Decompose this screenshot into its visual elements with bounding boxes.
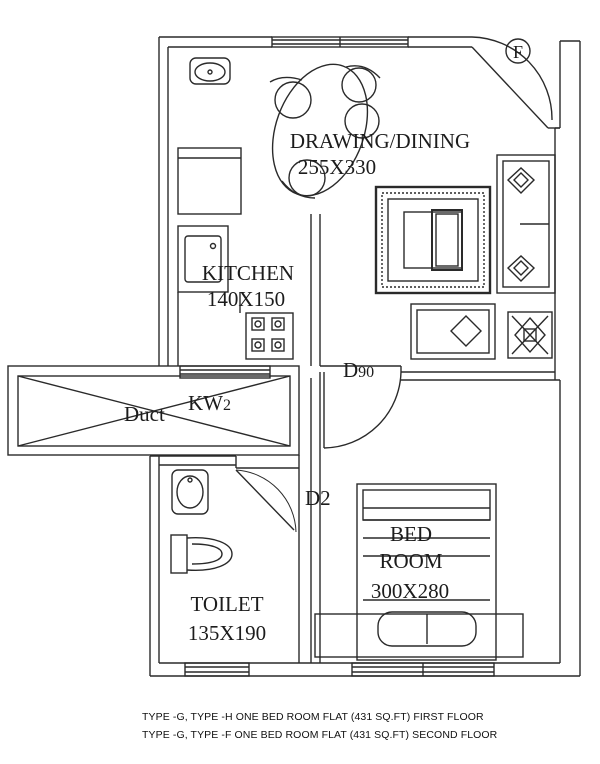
door-d90-number: 90	[358, 364, 374, 381]
compass-circle	[505, 38, 531, 64]
sofa	[496, 154, 556, 294]
living-washbasin	[189, 57, 231, 85]
side-table	[507, 311, 553, 359]
toilet-window	[184, 662, 250, 677]
toilet-washbasin	[171, 469, 209, 515]
door-d2-label: D2	[305, 486, 331, 510]
dining-chairs	[269, 65, 381, 199]
fridge	[177, 147, 242, 215]
compass-letter: F	[513, 42, 523, 62]
bedroom-window	[351, 662, 495, 677]
bed-side-table	[314, 613, 524, 658]
caption-second-floor: TYPE -G, TYPE -F ONE BED ROOM FLAT (431 …	[142, 729, 498, 741]
window-kw2-label: KW2	[188, 391, 231, 415]
toilet-commode	[170, 534, 233, 574]
entrance-door	[471, 36, 560, 129]
top-window	[271, 36, 409, 48]
window-kw-prefix: KW	[188, 391, 223, 415]
pillows	[377, 611, 477, 647]
kitchen-counter	[177, 292, 241, 366]
door-d90	[319, 371, 402, 449]
caption-first-floor: TYPE -G, TYPE -H ONE BED ROOM FLAT (431 …	[142, 711, 484, 723]
bedroom-size: 300X280	[371, 579, 449, 603]
rug	[374, 185, 492, 295]
interior-walls	[150, 214, 560, 663]
door-d90-prefix: D	[343, 358, 358, 382]
kitchen-size: 140X150	[207, 287, 285, 311]
stove	[245, 312, 294, 360]
door-d90-label: D90	[343, 358, 374, 382]
center-table	[403, 209, 463, 271]
kitchen-name: KITCHEN	[202, 261, 294, 285]
toilet-name: TOILET	[190, 592, 263, 616]
bed	[356, 483, 497, 661]
bedroom-name-line2: ROOM	[379, 549, 442, 573]
window-kw-number: 2	[223, 397, 231, 414]
toilet-size: 135X190	[188, 621, 266, 645]
kitchen-sink	[177, 225, 229, 293]
armchair	[410, 303, 496, 360]
drawing-room-size: 255X330	[298, 155, 376, 179]
door-d2	[235, 469, 297, 533]
duct-label: Duct	[124, 402, 165, 426]
drawing-room-name: DRAWING/DINING	[290, 129, 470, 153]
bedroom-name-line1: BED	[390, 522, 432, 546]
duct-box	[7, 365, 300, 456]
